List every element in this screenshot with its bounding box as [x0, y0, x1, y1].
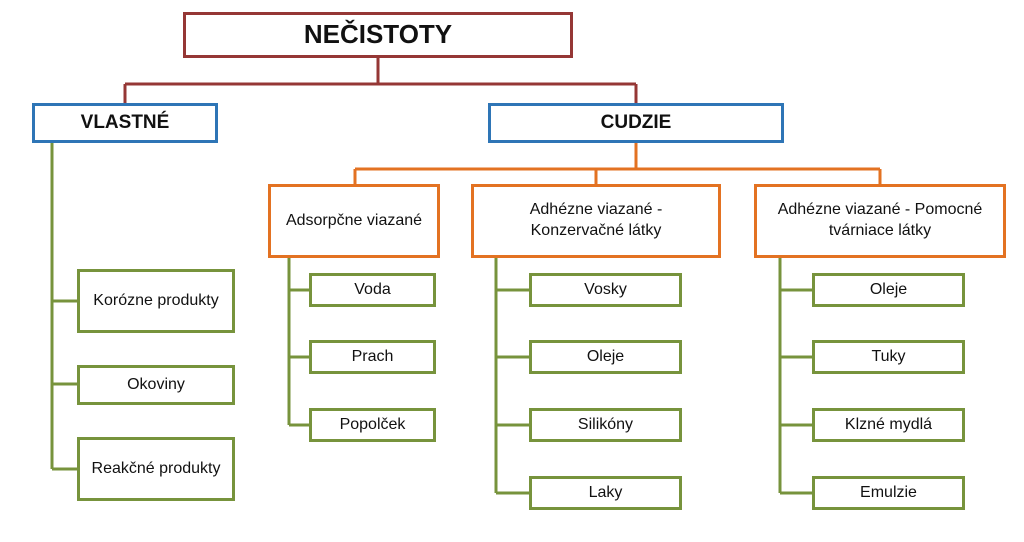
leaf-laky: Laky	[529, 476, 682, 510]
leaf-oleje-2: Oleje	[812, 273, 965, 307]
leaf-vosky: Vosky	[529, 273, 682, 307]
leaf-tuky: Tuky	[812, 340, 965, 374]
leaf-label: Vosky	[584, 280, 627, 298]
leaf-label: Oleje	[586, 347, 625, 365]
leaf-korozne-produkty: Korózne produkty	[77, 269, 235, 333]
leaf-reakcne-produkty: Reakčné produkty	[77, 437, 235, 501]
root-label: NEČISTOTY	[303, 19, 453, 50]
root-node: NEČISTOTY	[183, 12, 573, 58]
group-konzervacne: Adhézne viazané - Konzervačné látky	[471, 184, 721, 258]
leaf-label: Prach	[351, 347, 394, 365]
node-vlastne-label: VLASTNÉ	[80, 111, 170, 133]
leaf-label: Emulzie	[860, 483, 917, 501]
node-cudzie-label: CUDZIE	[600, 111, 672, 133]
leaf-connectors	[50, 143, 812, 495]
group-label: Adsorpčne viazané	[285, 211, 423, 229]
group-label: Adhézne viazané - Pomocné tvárniace látk…	[777, 201, 983, 239]
leaf-popolcek: Popolček	[309, 408, 436, 442]
leaf-emulzie: Emulzie	[812, 476, 965, 510]
leaf-label: Reakčné produkty	[91, 459, 221, 477]
leaf-label: Korózne produkty	[93, 291, 219, 309]
leaf-label: Popolček	[339, 415, 406, 433]
leaf-oleje: Oleje	[529, 340, 682, 374]
leaf-label: Tuky	[871, 347, 906, 365]
leaf-label: Klzné mydlá	[844, 415, 933, 433]
leaf-label: Oleje	[869, 280, 908, 298]
leaf-voda: Voda	[309, 273, 436, 307]
leaf-okoviny: Okoviny	[77, 365, 235, 405]
node-cudzie: CUDZIE	[488, 103, 784, 143]
leaf-label: Voda	[354, 280, 391, 298]
leaf-prach: Prach	[309, 340, 436, 374]
root-connectors	[123, 58, 638, 103]
node-vlastne: VLASTNÉ	[32, 103, 218, 143]
cudzie-connectors	[353, 143, 882, 184]
leaf-label: Silikóny	[577, 415, 634, 433]
leaf-silikony: Silikóny	[529, 408, 682, 442]
group-label: Adhézne viazané - Konzervačné látky	[529, 201, 663, 239]
leaf-label: Okoviny	[127, 375, 185, 393]
group-adsorpcne: Adsorpčne viazané	[268, 184, 440, 258]
leaf-klzne-mydla: Klzné mydlá	[812, 408, 965, 442]
leaf-label: Laky	[588, 483, 623, 501]
group-pomocne: Adhézne viazané - Pomocné tvárniace látk…	[754, 184, 1006, 258]
